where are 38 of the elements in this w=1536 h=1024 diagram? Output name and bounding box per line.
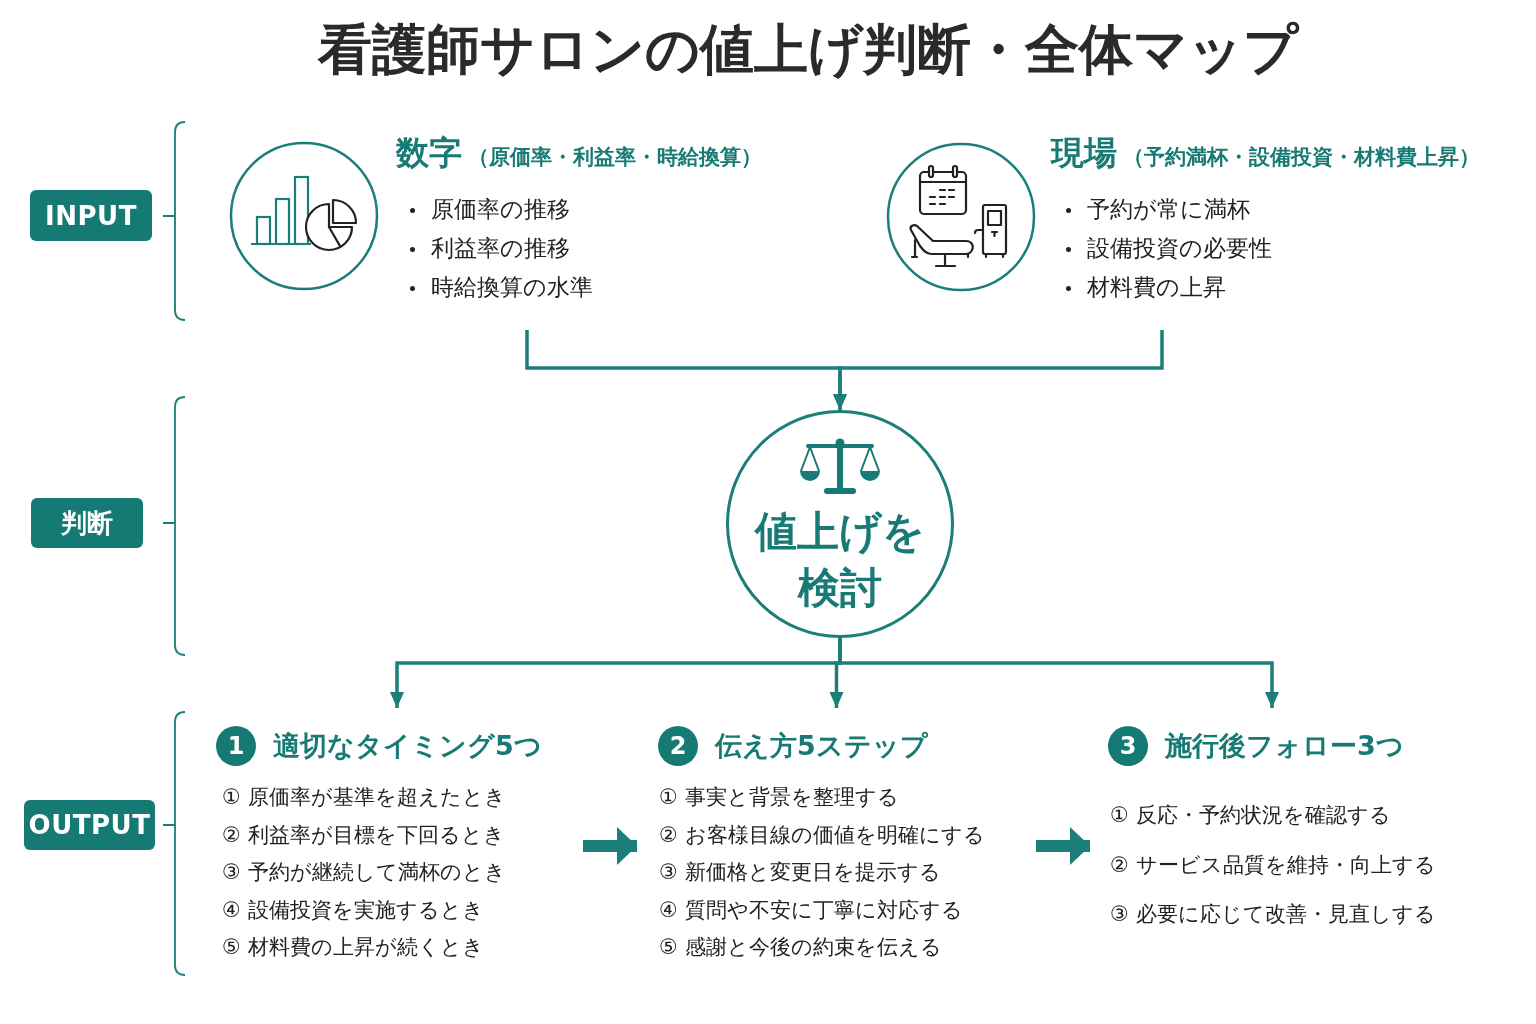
- list-item: ③ 必要に応じて改善・見直しする: [1110, 901, 1436, 928]
- number-badge: 2: [658, 726, 698, 766]
- decision-label: 値上げを検討: [753, 506, 926, 614]
- card-subheading: （予約満杯・設備投資・材料費上昇）: [1123, 144, 1480, 171]
- section-tag: INPUT: [30, 190, 152, 241]
- card-heading: 施行後フォロー3つ: [1165, 729, 1404, 763]
- card-heading: 現場: [1051, 133, 1117, 173]
- list-item: ② お客様目線の価値を明確にする: [659, 821, 985, 849]
- list-item: ⑤ 感謝と今後の約束を伝える: [659, 934, 943, 961]
- number-badge: 3: [1108, 726, 1148, 766]
- arrow: [838, 638, 1279, 708]
- block-arrow: [1036, 827, 1090, 865]
- list-item: ② 利益率が目標を下回るとき: [222, 821, 506, 849]
- list-item: ① 原価率が基準を超えたとき: [222, 784, 506, 811]
- list-item: ② サービス品質を維持・向上する: [1110, 851, 1436, 879]
- section-tag: 判断: [31, 498, 143, 548]
- list-item: ⑤ 材料費の上昇が続くとき: [222, 934, 485, 961]
- card-heading: 適切なタイミング5つ: [273, 729, 542, 763]
- list-item: ③ 予約が継続して満杯のとき: [222, 859, 506, 886]
- bullet-item: 原価率の推移: [408, 190, 593, 229]
- bullet-item: 設備投資の必要性: [1064, 229, 1272, 268]
- bullet-item: 時給換算の水準: [408, 268, 593, 307]
- title: 看護師サロンの値上げ判断・全体マップ: [318, 18, 1298, 82]
- list-item: ④ 設備投資を実施するとき: [222, 896, 485, 924]
- arrow: [833, 330, 1164, 410]
- bullet-item: 予約が常に満杯: [1064, 190, 1272, 229]
- list-item: ① 反応・予約状況を確認する: [1110, 802, 1392, 829]
- bullet-item: 利益率の推移: [408, 229, 593, 268]
- card-subheading: （原価率・利益率・時給換算）: [468, 144, 762, 171]
- section-tag: OUTPUT: [24, 800, 155, 850]
- card-heading: 数字: [396, 133, 462, 173]
- card-heading: 伝え方5ステップ: [715, 729, 928, 763]
- list-item: ③ 新価格と変更日を提示する: [659, 859, 942, 886]
- block-arrow: [583, 827, 637, 865]
- list-item: ① 事実と背景を整理する: [659, 784, 900, 811]
- bullet-item: 材料費の上昇: [1064, 268, 1272, 307]
- number-badge: 1: [216, 726, 256, 766]
- list-item: ④ 質問や不安に丁寧に対応する: [659, 896, 964, 924]
